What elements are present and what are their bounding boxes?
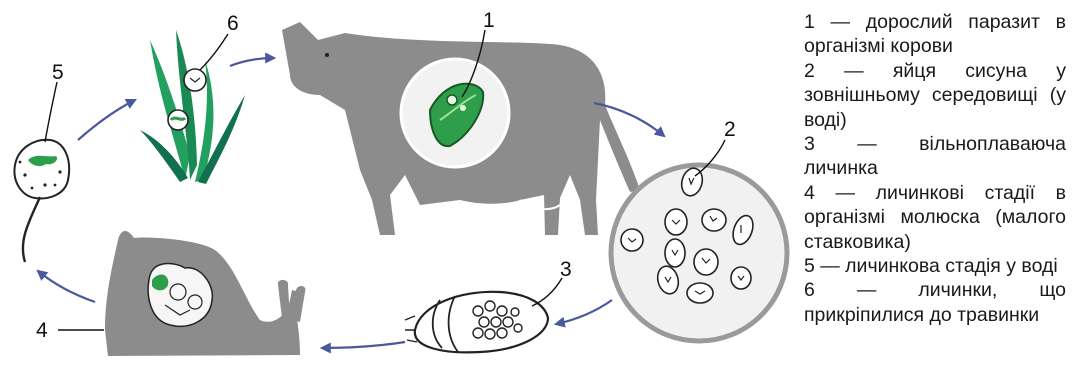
callout-line-5 xyxy=(45,82,57,142)
free-swimming-larva-icon xyxy=(405,292,548,353)
arrow-snail-to-water xyxy=(38,271,95,302)
marker-4: 4 xyxy=(36,319,48,342)
eggs-in-water-icon xyxy=(611,165,787,341)
arrow-grass-to-cow xyxy=(230,58,274,66)
arrow-eggs-to-larva xyxy=(556,300,612,324)
marker-5: 5 xyxy=(52,61,64,84)
life-cycle-diagram: 1 2 3 4 5 6 xyxy=(0,0,790,378)
snail-icon xyxy=(105,231,305,356)
arrow-larva-to-snail xyxy=(322,342,405,348)
legend-item-2: 2 — яйця сисуна у зовнішньому середовищі… xyxy=(804,59,1066,132)
marker-2: 2 xyxy=(724,118,736,141)
legend-item-6: 6 — личинки, що прикріпилися до травинки xyxy=(804,278,1066,327)
legend-item-1: 1 — дорослий паразит в організмі корови xyxy=(804,10,1066,59)
marker-3: 3 xyxy=(560,258,572,281)
legend: 1 — дорослий паразит в організмі корови … xyxy=(804,10,1066,327)
cow-icon xyxy=(282,22,640,235)
legend-item-4: 4 — личинкові стадії в організмі молюска… xyxy=(804,181,1066,254)
legend-item-3: 3 — вільноплаваюча личинка xyxy=(804,132,1066,181)
larva-in-water-icon xyxy=(14,140,69,262)
callout-line-6 xyxy=(200,34,228,70)
grass-icon xyxy=(140,30,245,184)
marker-1: 1 xyxy=(483,9,495,32)
arrow-water-to-grass xyxy=(78,100,135,140)
marker-6: 6 xyxy=(227,12,239,35)
legend-item-5: 5 — личинкова стадія у воді xyxy=(804,254,1066,278)
